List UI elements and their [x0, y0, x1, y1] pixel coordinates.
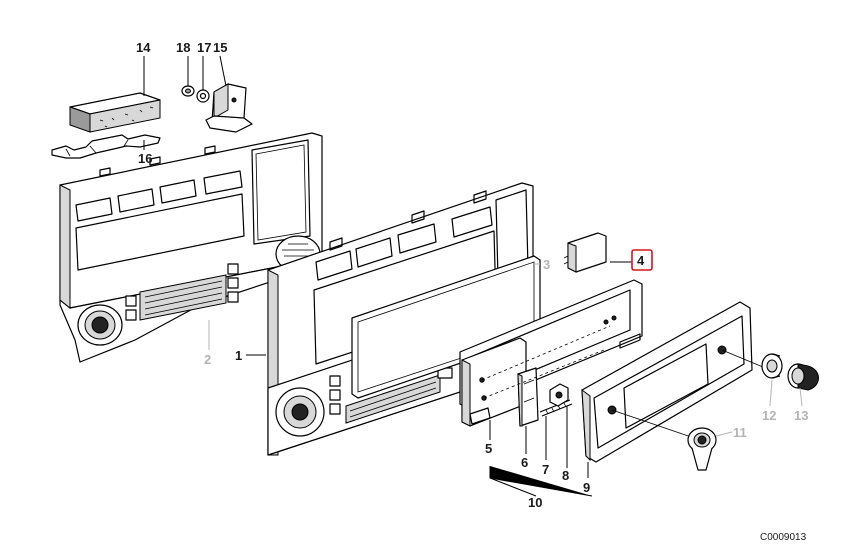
- knob-part-13[interactable]: [787, 363, 819, 391]
- callout-7: 7: [542, 462, 549, 477]
- callout-3: 3: [543, 257, 550, 272]
- callout-16: 16: [138, 151, 152, 166]
- assembly-lines: [481, 325, 611, 399]
- spring-clip-part-6[interactable]: [517, 367, 539, 427]
- bracket-part-16[interactable]: [51, 134, 161, 159]
- callout-5: 5: [485, 441, 492, 456]
- leader-lines: [143, 55, 803, 497]
- callout-15: 15: [213, 40, 227, 55]
- nut-part-8[interactable]: [549, 383, 569, 407]
- bezel-frame-part-9[interactable]: [581, 301, 753, 463]
- bushing-part-12[interactable]: [761, 353, 783, 379]
- drawing-code: C0009013: [760, 532, 807, 543]
- callout-4[interactable]: 4: [637, 253, 645, 268]
- callout-8: 8: [562, 468, 569, 483]
- washer-part-17[interactable]: [196, 89, 210, 103]
- holder-plate-part-5[interactable]: [461, 337, 527, 427]
- callout-1: 1: [235, 348, 242, 363]
- callout-12: 12: [762, 408, 776, 423]
- callout-10: 10: [528, 495, 542, 510]
- callout-18: 18: [176, 40, 190, 55]
- callout-4-highlight-box: [631, 249, 653, 271]
- callout-2: 2: [204, 352, 211, 367]
- callout-14: 14: [136, 40, 151, 55]
- callout-17: 17: [197, 40, 211, 55]
- angle-bracket-part-15[interactable]: [205, 83, 253, 133]
- callout-9: 9: [583, 480, 590, 495]
- rotary-knob-part-11[interactable]: [687, 427, 717, 471]
- trim-panel-part-2[interactable]: [59, 132, 323, 363]
- cover-cap-part-4[interactable]: [563, 232, 607, 273]
- nut-part-18[interactable]: [181, 85, 195, 97]
- callout-13: 13: [794, 408, 808, 423]
- foam-pad-part-14[interactable]: [69, 92, 161, 133]
- callout-11: 11: [733, 425, 747, 440]
- callout-6: 6: [521, 455, 528, 470]
